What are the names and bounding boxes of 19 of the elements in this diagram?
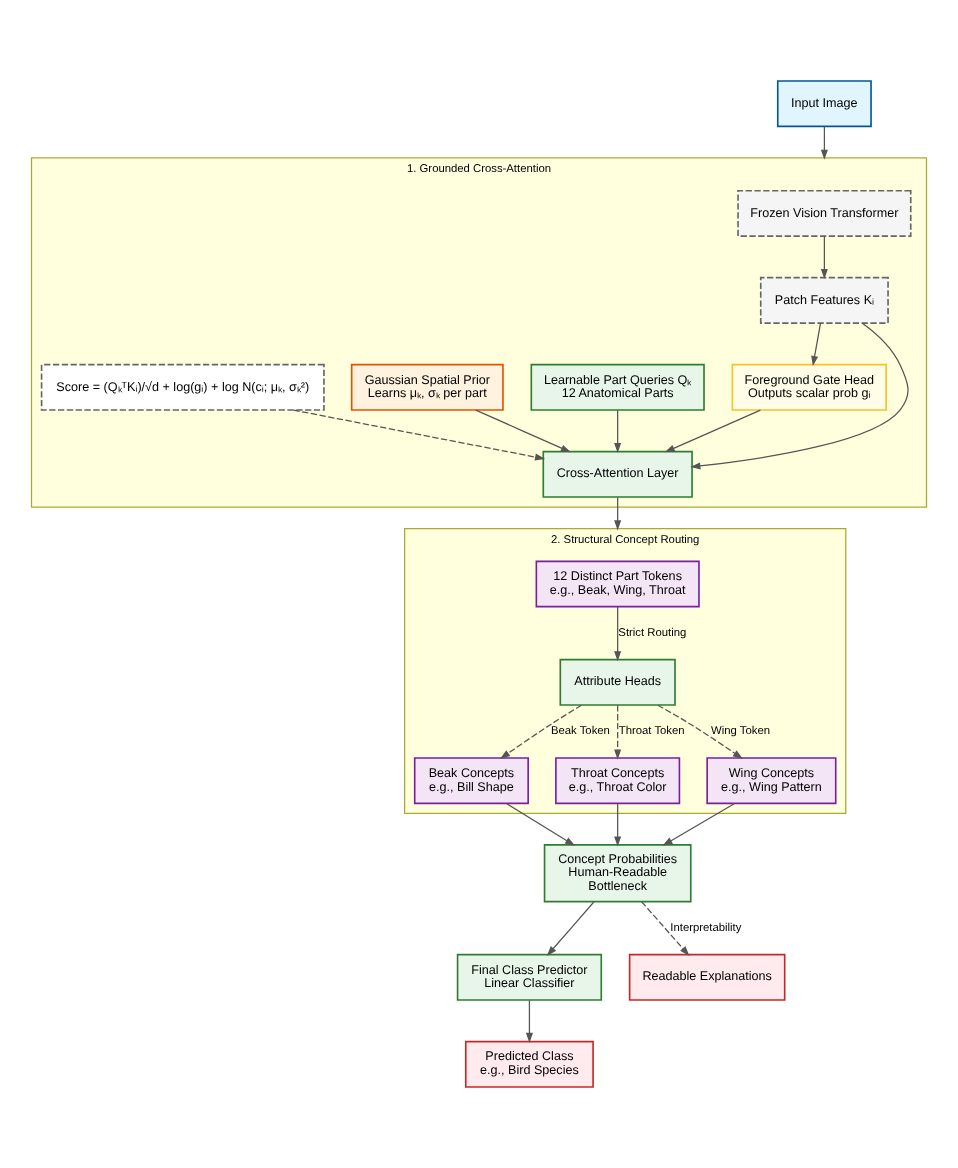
arrow	[505, 802, 576, 846]
arrow	[546, 901, 595, 956]
arrow	[662, 802, 736, 846]
arrow	[820, 126, 828, 160]
arrow	[641, 901, 690, 956]
arrow	[525, 999, 533, 1043]
arrow	[293, 409, 546, 461]
arrow	[500, 704, 582, 759]
arrow	[475, 409, 571, 453]
arrow	[614, 704, 622, 760]
arrow	[614, 409, 622, 453]
arrow	[664, 409, 762, 453]
arrow	[690, 322, 909, 470]
arrow	[820, 235, 828, 280]
arrow	[614, 606, 622, 662]
arrow	[614, 803, 622, 847]
arrow	[614, 496, 622, 531]
arrow	[811, 322, 822, 366]
arrow	[657, 704, 743, 759]
